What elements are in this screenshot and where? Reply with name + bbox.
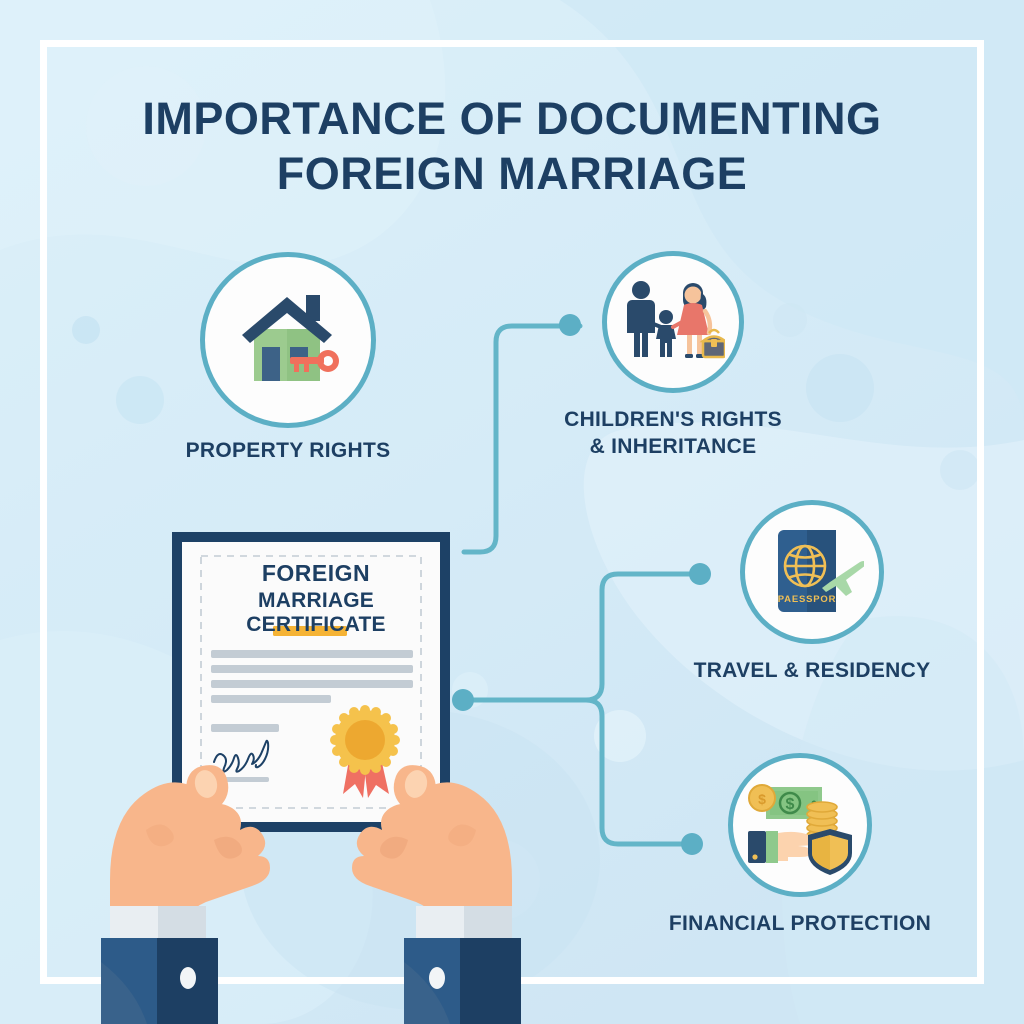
node-financial-protection[interactable]: $ $	[669, 753, 931, 935]
node-label-childrens-rights: CHILDREN'S RIGHTS & INHERITANCE	[564, 408, 782, 458]
family-with-treasure-chest-icon	[627, 281, 725, 359]
certificate-heading-line-1: FOREIGN	[261, 560, 371, 586]
connector-dot-childrens-rights	[559, 314, 581, 336]
icon-circle-travel-residency: PAESSPOR	[740, 500, 884, 644]
icon-circle-childrens-rights	[602, 251, 744, 393]
left-hand	[101, 765, 270, 1024]
node-travel-residency[interactable]: PAESSPOR TRAVEL & RESIDENCY	[694, 500, 930, 682]
house-with-key-icon	[242, 295, 339, 381]
page-title: IMPORTANCE OF DOCUMENTING FOREIGN MARRIA…	[0, 92, 1024, 202]
passport-with-airplane-icon: PAESSPOR	[778, 530, 864, 612]
left-sleeve-button	[180, 967, 196, 989]
connector-dot-financial-protection	[681, 833, 703, 855]
certificate-dashed-border	[200, 555, 422, 809]
handwritten-signature	[213, 739, 270, 773]
right-sleeve-button	[429, 967, 445, 989]
right-hand	[352, 765, 521, 1024]
bill-dollar-symbol: $	[786, 796, 795, 813]
title-line-1: IMPORTANCE OF DOCUMENTING	[142, 93, 882, 144]
money-hand-shield-icon: $ $	[748, 784, 852, 875]
node-label-property-rights: PROPERTY RIGHTS	[185, 439, 391, 462]
node-label-financial-protection: FINANCIAL PROTECTION	[668, 912, 932, 935]
connector-to-financial-protection	[467, 697, 695, 847]
award-seal-rosette	[330, 705, 400, 798]
connector-to-childrens-rights	[461, 323, 583, 555]
connector-dot-travel-residency	[689, 563, 711, 585]
node-childrens-rights[interactable]: CHILDREN'S RIGHTS & INHERITANCE	[564, 251, 782, 458]
icon-circle-property-rights	[200, 252, 376, 428]
node-label-travel-residency: TRAVEL & RESIDENCY	[693, 659, 931, 682]
certificate-heading-line-2: MARRIAGE CERTIFICATE	[246, 589, 386, 636]
title-line-2: FOREIGN MARRIAGE	[276, 147, 748, 199]
node-property-rights[interactable]: PROPERTY RIGHTS	[186, 252, 390, 462]
connector-origin-dot	[452, 689, 474, 711]
coin-dollar-symbol: $	[758, 791, 766, 807]
certificate-accent-bar	[273, 626, 347, 636]
passport-cover-text: PAESSPOR	[778, 594, 837, 605]
icon-circle-financial-protection: $ $	[728, 753, 872, 897]
